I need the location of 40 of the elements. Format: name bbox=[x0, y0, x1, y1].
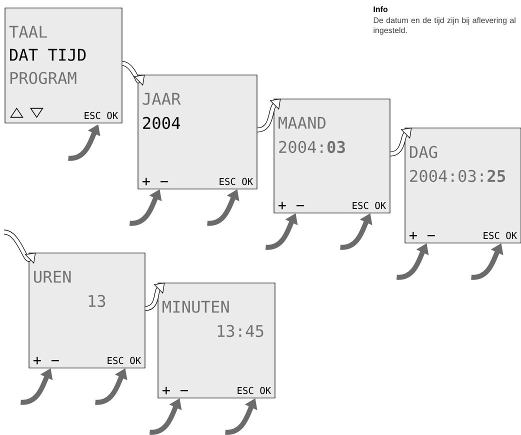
lcd-screen bbox=[274, 98, 390, 214]
lcd-screen bbox=[158, 282, 276, 398]
screen-text: − bbox=[160, 181, 168, 182]
screen-text: + bbox=[142, 178, 150, 186]
screen-text: MAAND bbox=[278, 116, 326, 129]
info-heading: Info bbox=[374, 6, 388, 12]
screen-text: + bbox=[162, 386, 170, 394]
lcd-screen bbox=[138, 74, 258, 190]
flow-arrow bbox=[390, 128, 412, 156]
screen-text: DAG bbox=[410, 146, 438, 158]
screen-text: MINUTEN bbox=[162, 300, 229, 313]
screen-text: 13 bbox=[88, 294, 106, 308]
screen-text: + bbox=[34, 356, 41, 364]
info-note: De datum en de tijd zijn bij aflevering al ingesteld. bbox=[374, 17, 516, 35]
screen-text: ESC OK bbox=[238, 386, 272, 394]
screen-text: 2004 bbox=[143, 116, 180, 130]
screen-text: + bbox=[410, 232, 417, 240]
screen-text: 13:45 bbox=[218, 324, 264, 338]
screen-text: ESC OK bbox=[352, 202, 386, 210]
lcd-screen bbox=[28, 252, 146, 368]
lcd-screen bbox=[4, 8, 122, 124]
flow-arrow bbox=[145, 282, 165, 311]
screen-text: ESC OK bbox=[484, 232, 518, 240]
screen-text: − bbox=[52, 360, 59, 362]
screen-text: − bbox=[428, 235, 435, 236]
screen-text: DAT TIJD bbox=[10, 48, 86, 61]
screen-text: 2004:03 bbox=[279, 140, 345, 154]
screen-text: 2004:03:25 bbox=[410, 170, 506, 182]
screen-text: + bbox=[278, 202, 286, 210]
flow-arrow bbox=[257, 98, 281, 132]
lcd-screen bbox=[404, 128, 521, 244]
screen-text: ESC OK bbox=[220, 178, 254, 186]
screen-text: PROGRAM bbox=[10, 72, 76, 84]
screen-text: − bbox=[296, 205, 304, 206]
screen-text: UREN bbox=[34, 270, 71, 283]
screen-text: JAAR bbox=[142, 92, 181, 105]
screen-text: ESC OK bbox=[84, 112, 118, 120]
screen-text: ESC OK bbox=[108, 356, 142, 364]
screen-text: − bbox=[180, 390, 188, 392]
screen-text: TAAL bbox=[9, 26, 48, 38]
